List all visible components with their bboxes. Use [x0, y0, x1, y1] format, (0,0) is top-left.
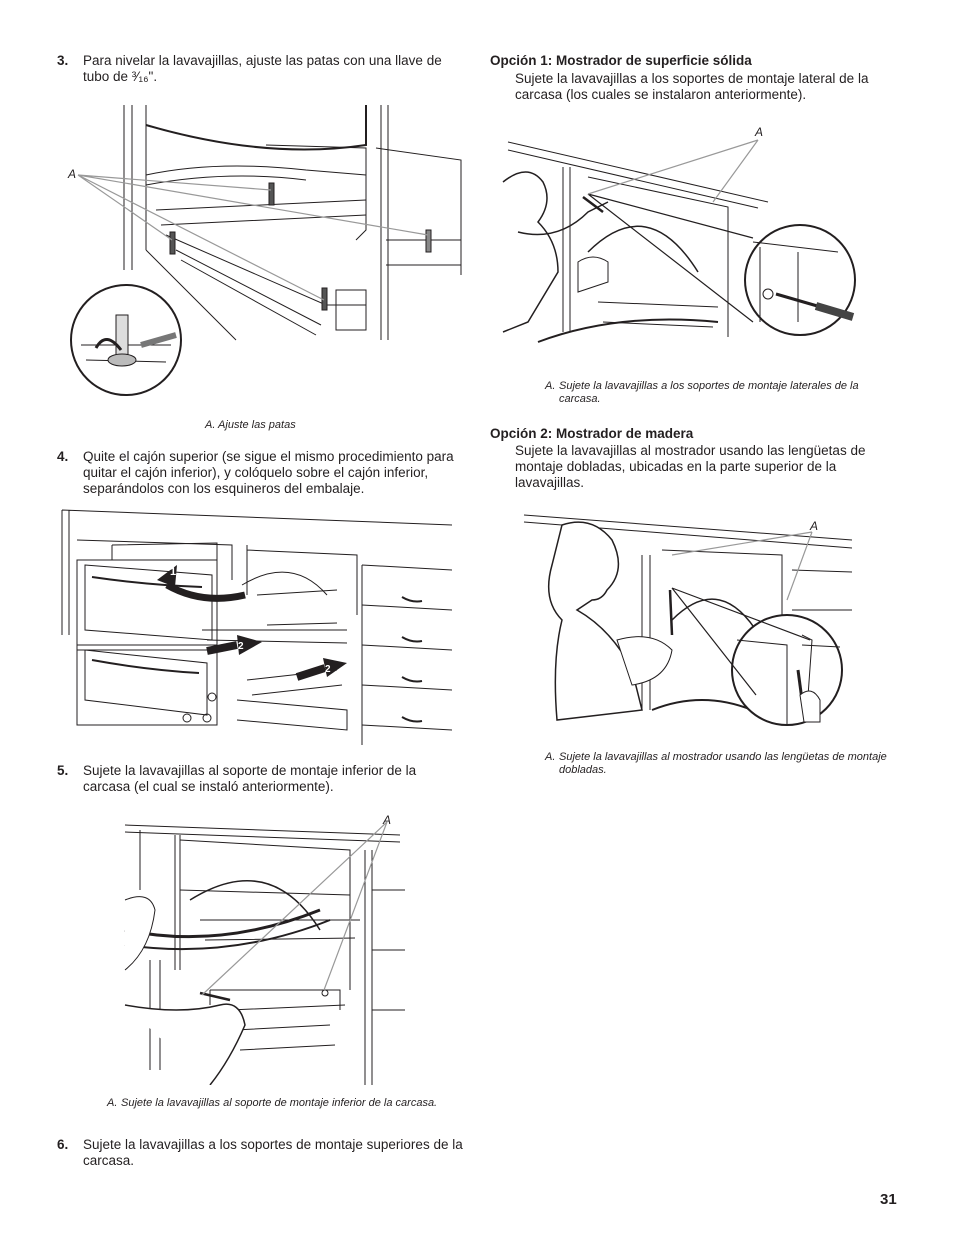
- lower-bracket-illustration: A: [124, 813, 405, 1085]
- label-a: A: [67, 167, 76, 181]
- figure-side-brackets: A: [498, 122, 883, 357]
- figure-lower-bracket: A: [120, 810, 405, 1085]
- svg-text:1: 1: [170, 566, 176, 578]
- svg-text:2: 2: [325, 664, 331, 675]
- step-number: 4.: [57, 449, 69, 464]
- option-1-heading: Opción 1: Mostrador de superficie sólida: [490, 53, 752, 68]
- page-number: 31: [880, 1191, 897, 1208]
- svg-text:2: 2: [238, 641, 244, 652]
- drawer-removal-illustration: 1 2 2: [61, 509, 452, 745]
- arrow-2a: 2: [206, 635, 262, 655]
- wood-countertop-illustration: A: [523, 514, 853, 726]
- step-number: 5.: [57, 763, 69, 778]
- option-2-text: Sujete la lavavajillas al mostrador usan…: [515, 443, 866, 490]
- step-text: Quite el cajón superior (se sigue el mis…: [83, 449, 454, 496]
- option-2-heading: Opción 2: Mostrador de madera: [490, 426, 694, 441]
- arrow-2b: 2: [295, 658, 347, 681]
- step-number: 3.: [57, 53, 69, 68]
- arrow-1: 1: [157, 565, 246, 602]
- label-a: A: [754, 125, 763, 139]
- step-text: Sujete la lavavajillas al soporte de mon…: [83, 763, 417, 794]
- label-a: A: [382, 813, 391, 827]
- figure-1-caption: A. Ajuste las patas: [205, 419, 296, 431]
- step-number: 6.: [57, 1137, 69, 1152]
- figure-wood-countertop: A: [522, 510, 862, 735]
- option-1-text: Sujete la lavavajillas a los soportes de…: [515, 71, 869, 102]
- leveling-legs-illustration: A: [67, 105, 462, 396]
- figure-adjust-legs: A: [66, 100, 466, 410]
- label-a: A: [809, 519, 818, 533]
- side-bracket-illustration: A: [502, 125, 856, 343]
- figure-remove-drawer: 1 2 2: [57, 505, 452, 750]
- step-text: Sujete la lavavajillas a los soportes de…: [83, 1137, 463, 1168]
- step-text: Para nivelar la lavavajillas, ajuste las…: [83, 53, 442, 84]
